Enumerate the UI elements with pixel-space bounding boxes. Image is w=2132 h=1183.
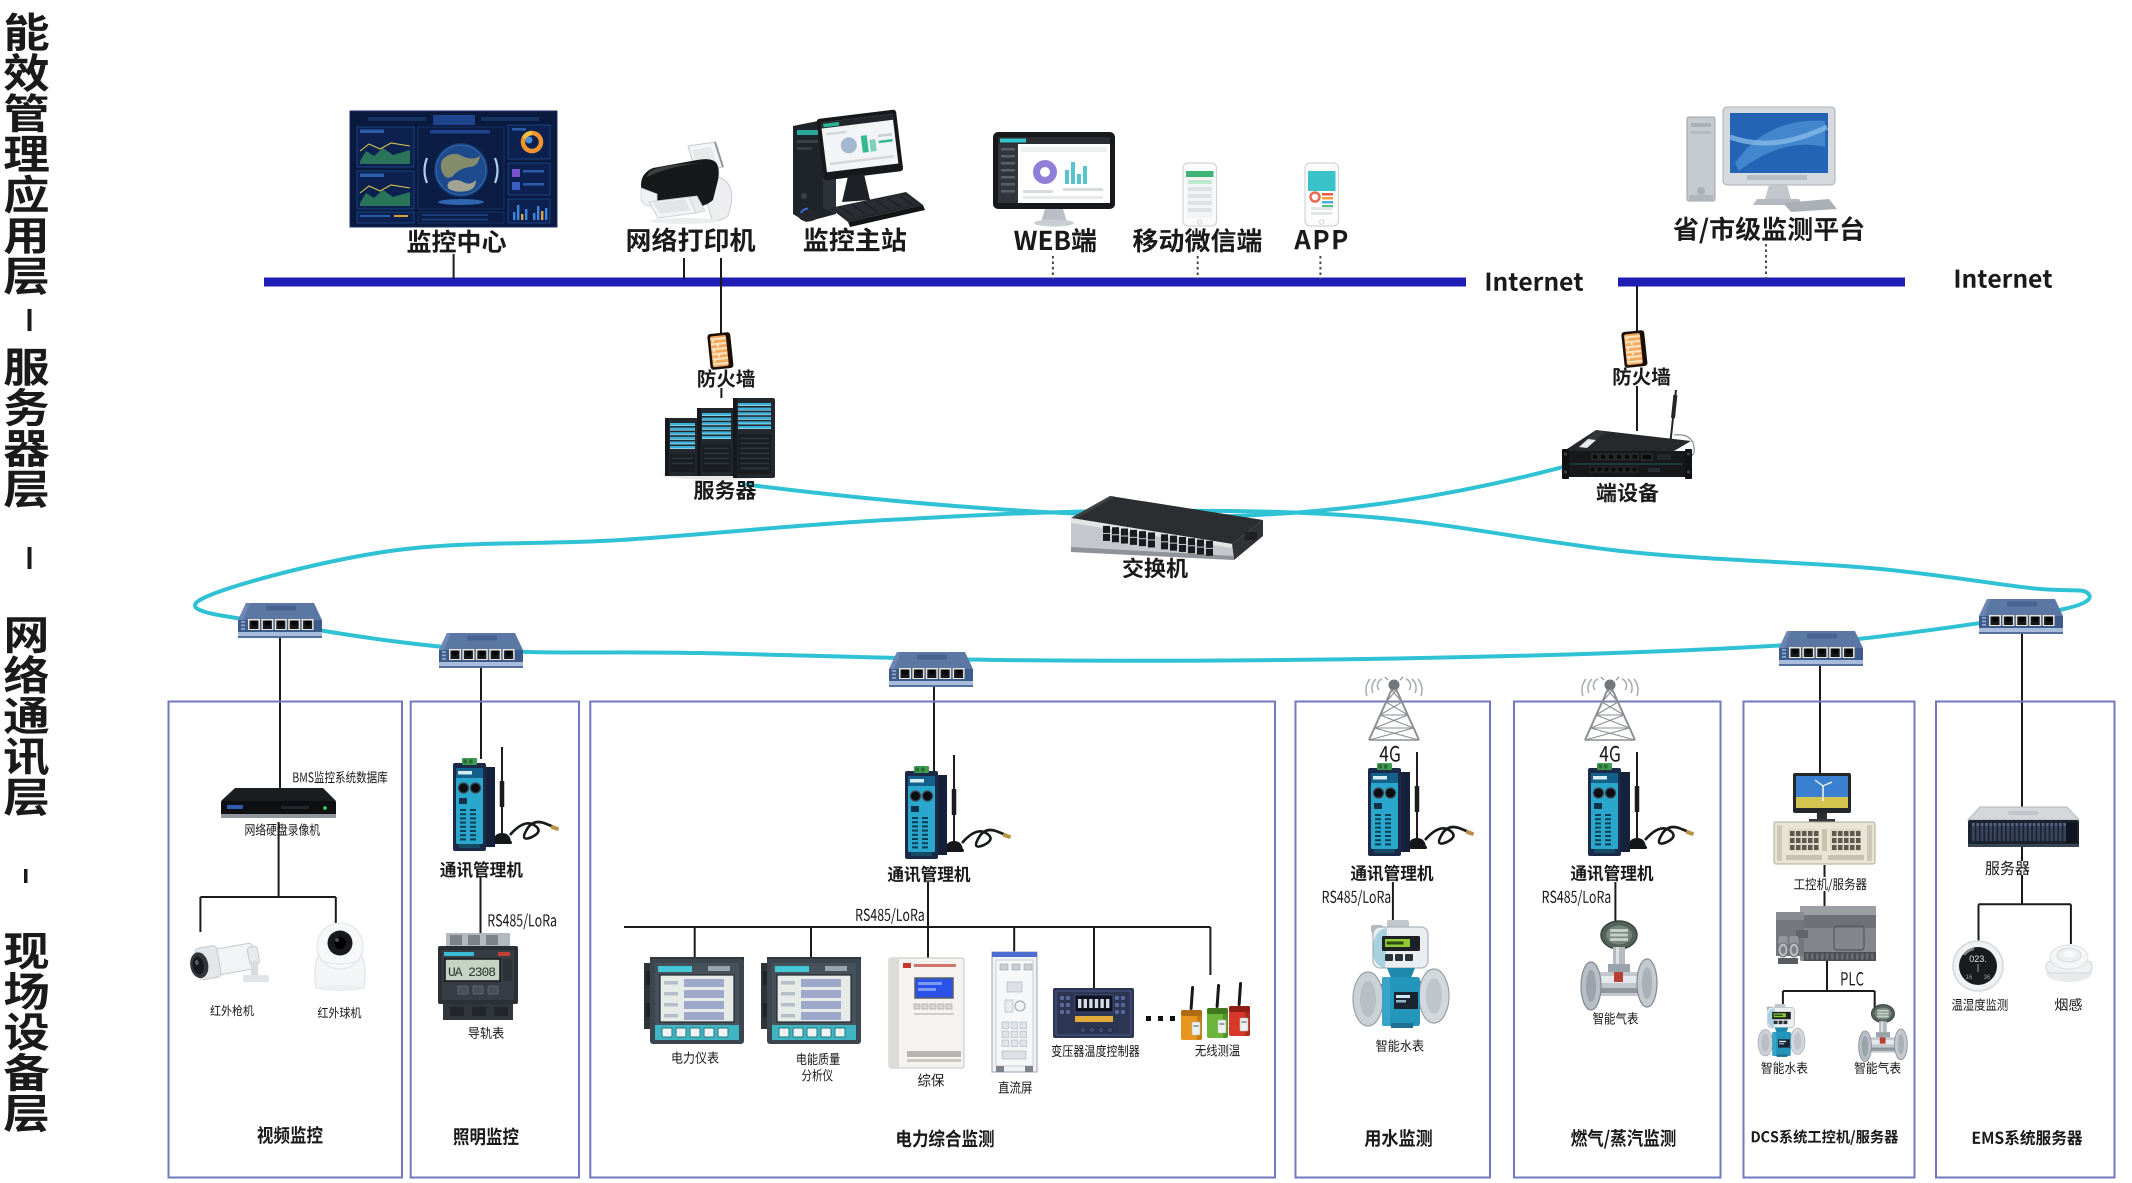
svg-text:023.: 023. <box>1969 954 1987 964</box>
svg-text:36: 36 <box>1984 975 1991 981</box>
svg-text:UA 2308: UA 2308 <box>448 965 496 980</box>
svg-text:16: 16 <box>1966 975 1973 981</box>
